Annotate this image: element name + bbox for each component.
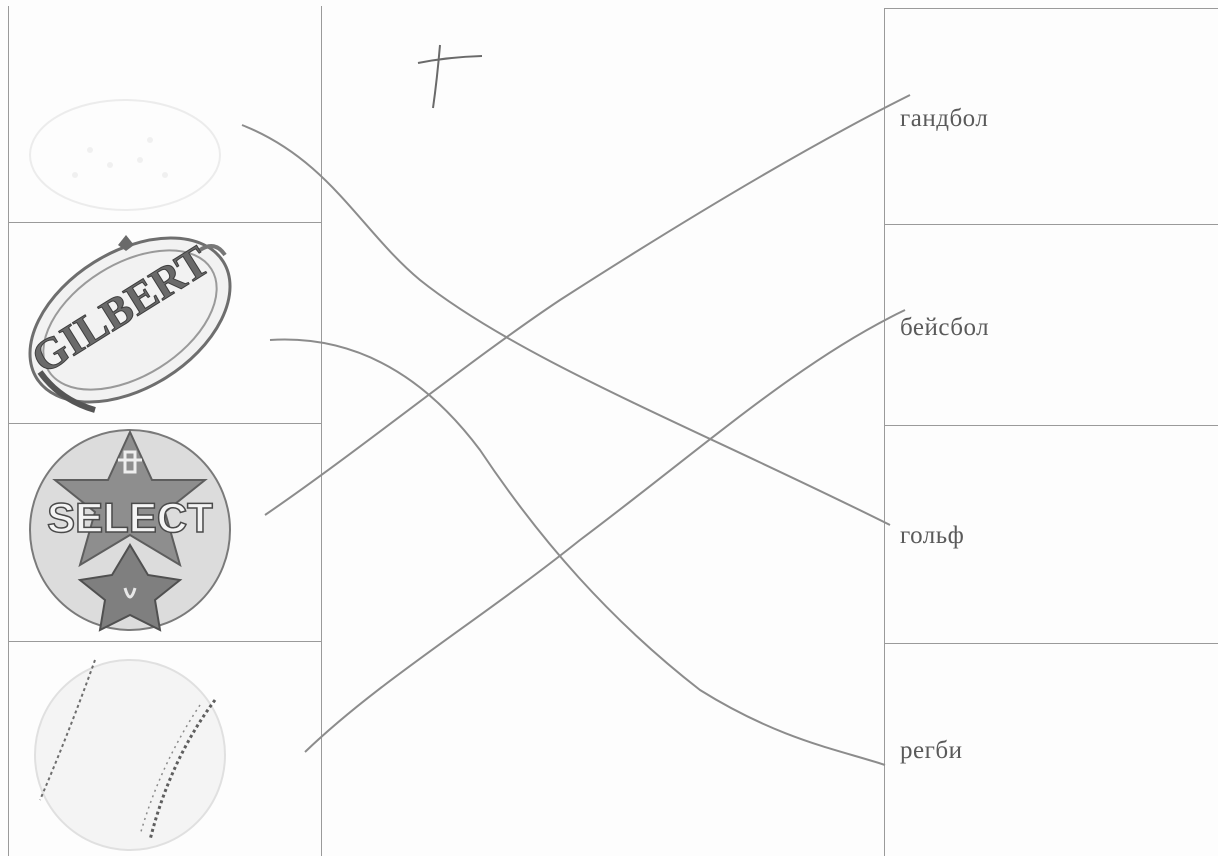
golf-ball-picture[interactable] [30,100,220,210]
connector-line [242,125,890,525]
connector-line [265,95,910,515]
handwritten-mark [418,45,482,108]
handball-picture[interactable]: SELECT [30,430,230,630]
rugby-ball-picture[interactable]: GILBERT [1,204,260,436]
handball-logo-text: SELECT [47,494,213,541]
baseball-picture[interactable] [35,660,225,850]
connector-line [305,310,905,752]
